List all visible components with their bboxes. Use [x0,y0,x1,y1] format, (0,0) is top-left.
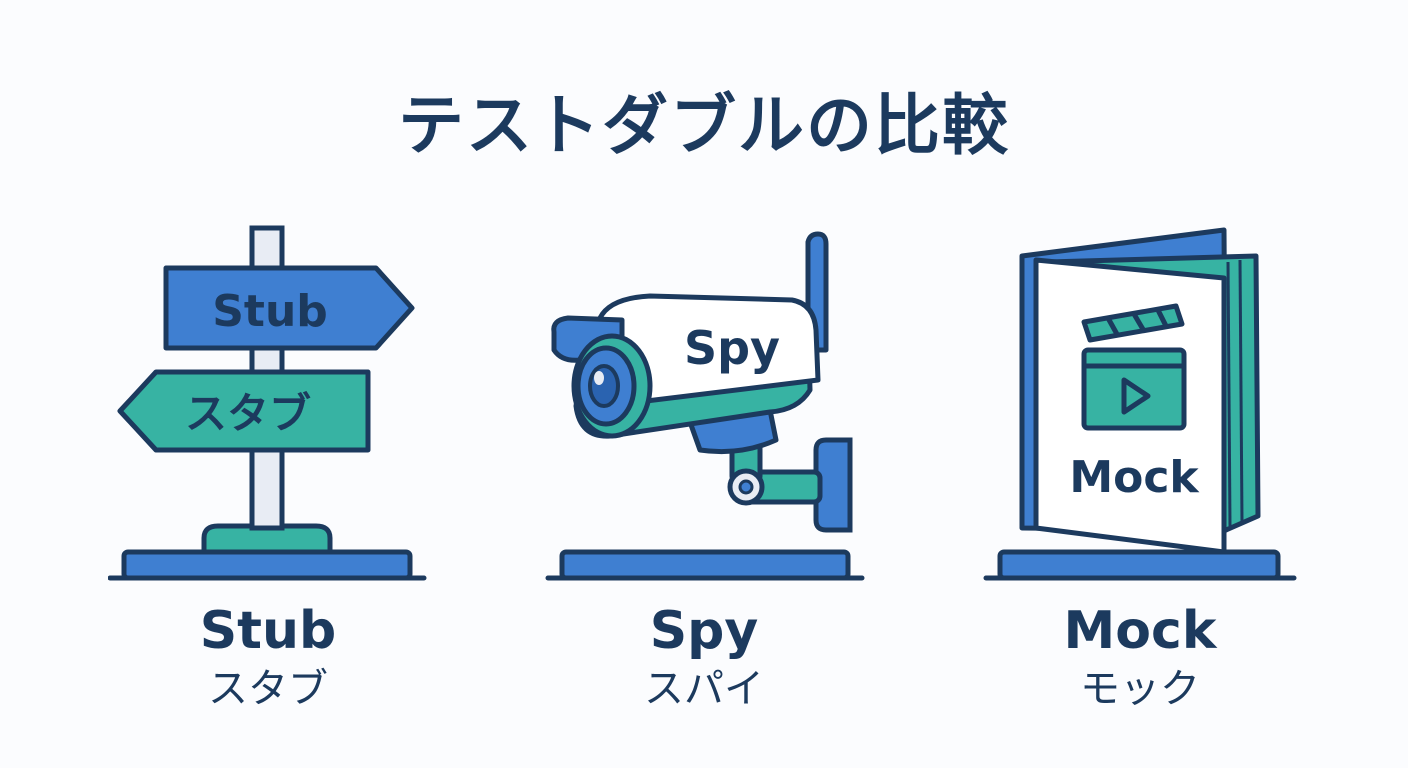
caption-spy-en: Spy [649,601,759,661]
caption-stub-ja: スタブ [208,666,328,712]
spy-camera-cover [597,293,821,407]
page-title: テストダブルの比較 [398,87,1010,164]
stub-mound [201,523,333,555]
play-icon [1121,377,1151,415]
clapperboard-icon [1081,303,1187,431]
caption-mock: Mock モック [960,598,1320,714]
caption-spy: Spy スパイ [524,598,884,714]
security-camera-icon: Spy [545,231,865,581]
caption-mock-ja: モック [1080,666,1200,712]
caption-stub: Stub スタブ [88,598,448,714]
stub-sign-left [117,369,371,453]
caption-spy-ja: スパイ [644,666,764,712]
script-book-icon: Mock [983,227,1297,581]
mock-book-label: Mock [1069,452,1200,503]
spy-lens-inner [588,364,620,408]
mock-base-plate [997,549,1281,581]
signpost-icon: Stub スタブ [108,225,427,581]
spy-camera-label: Spy [684,321,780,375]
spy-wall-mount [813,437,853,533]
stub-sign-right-text: Stub [212,286,328,337]
stub-base-plate [121,549,413,581]
stub-sign-left-text: スタブ [185,389,311,438]
spy-base-plate [559,549,851,581]
caption-stub-en: Stub [199,601,337,661]
stub-sign-right [163,265,415,351]
caption-mock-en: Mock [1063,601,1217,661]
